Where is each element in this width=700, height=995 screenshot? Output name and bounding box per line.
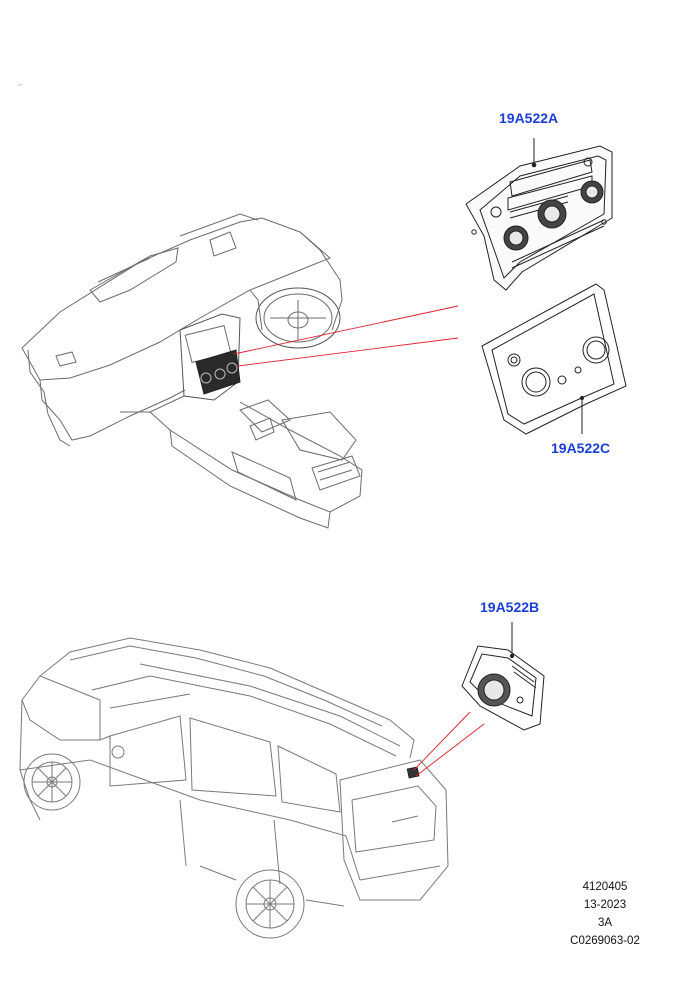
leader-lines-vehicle — [414, 712, 484, 776]
vehicle-illustration — [20, 638, 448, 938]
reference-line-1: 4120405 — [582, 881, 628, 893]
reference-line-3: 3A — [597, 917, 613, 929]
part-19a522c-illustration — [482, 284, 626, 434]
reference-line-4: C0269063-02 — [570, 935, 640, 947]
leader-lines-dash — [234, 306, 458, 366]
dashboard-illustration — [22, 214, 362, 528]
callout-19a522b[interactable]: 19A522B — [480, 599, 540, 615]
part-19a522a-illustration — [466, 138, 612, 290]
callout-19a522c[interactable]: 19A522C — [551, 440, 611, 456]
part-19a522b-illustration — [462, 622, 544, 730]
vehicle-part-location — [407, 767, 419, 778]
reference-block: 4120405 13-2023 3A C0269063-02 — [560, 878, 650, 950]
callout-19a522a[interactable]: 19A522A — [499, 110, 559, 126]
reference-line-2: 13-2023 — [583, 899, 627, 911]
corner-mark — [18, 84, 22, 86]
